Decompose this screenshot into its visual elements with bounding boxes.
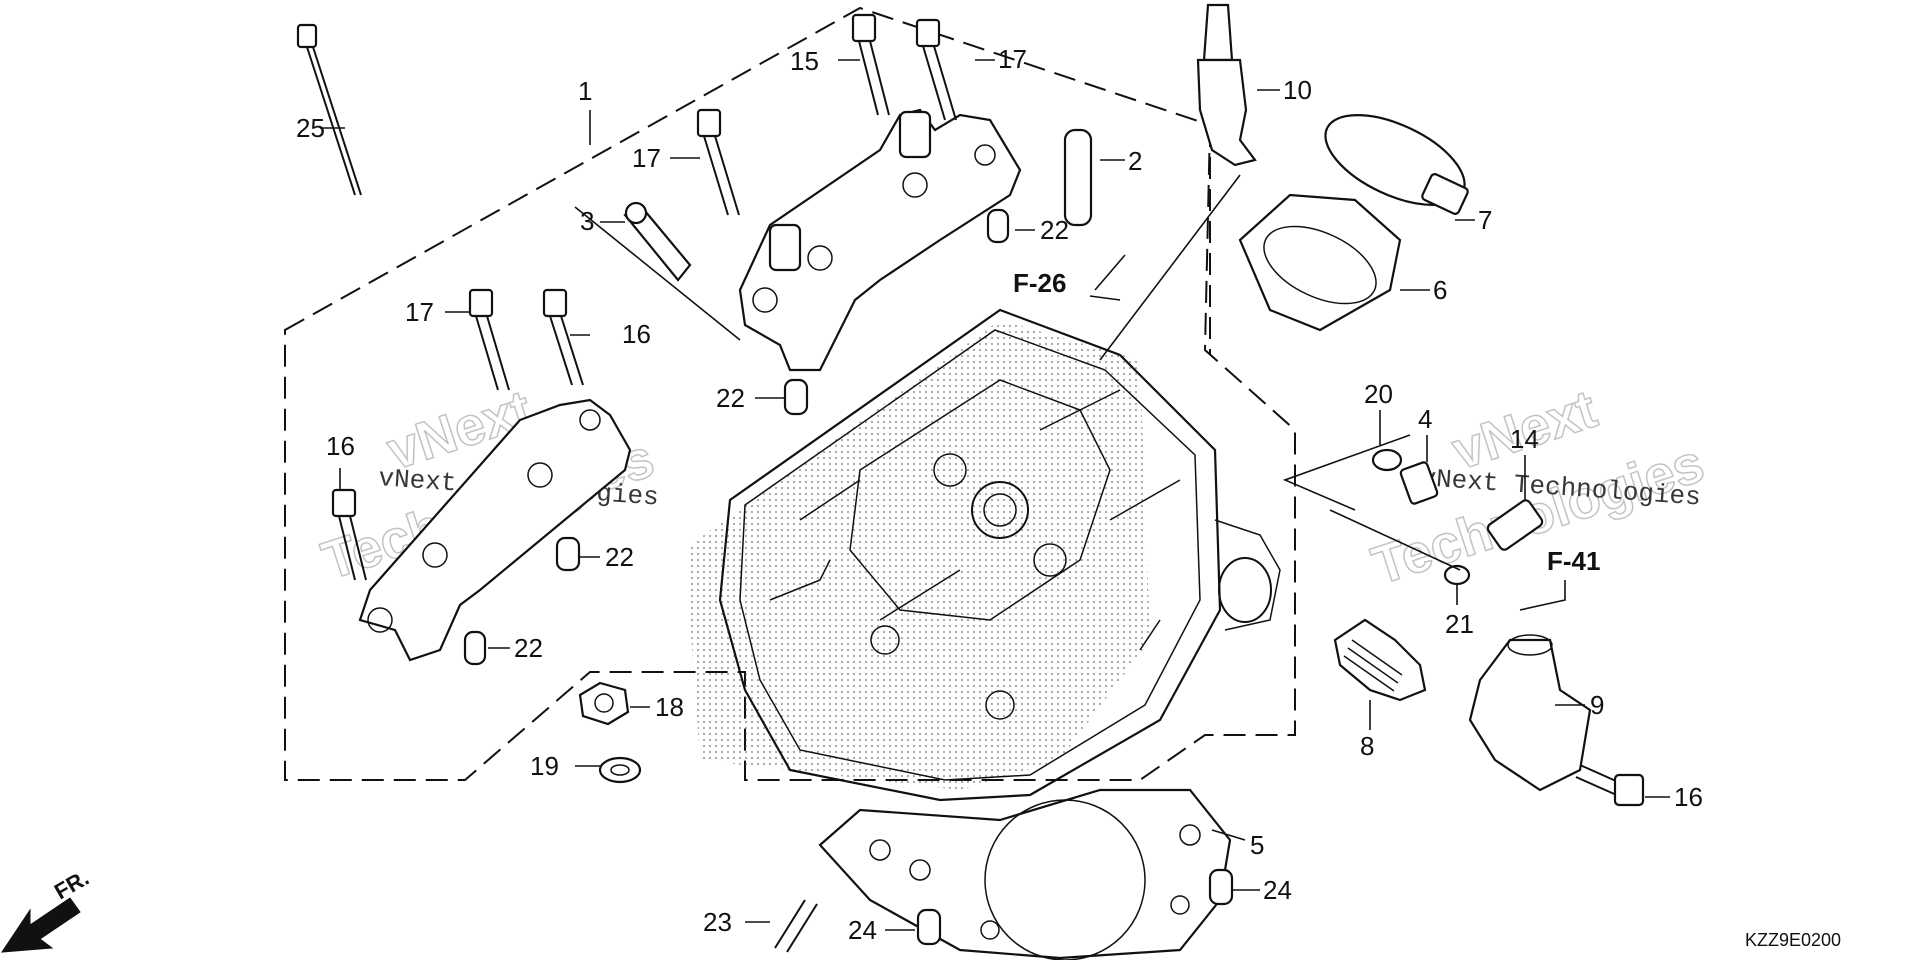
label-24-left: 24 [848,915,877,945]
label-16-middle: 16 [622,319,651,349]
assembly-outline-1 [284,6,1296,781]
label-18: 18 [655,692,684,722]
reference-f41: F-41 [1547,546,1600,576]
leader-lines [320,59,1670,931]
label-8: 8 [1360,731,1374,761]
head-gasket [818,788,1232,960]
camshaft-holder-lower [358,398,632,662]
sensor-4 [1399,461,1439,505]
clamp-7 [1324,114,1469,215]
valve-guide-2 [1063,128,1093,227]
bolt-17-upper [915,18,957,121]
bolt-17-lower [468,288,510,391]
valve-guide-3 [623,201,692,282]
bolt-17-middle [696,108,740,216]
dowel-pins [463,208,1234,946]
label-7: 7 [1478,205,1492,235]
bolt-15 [1575,764,1645,807]
thermostat-cover-9 [1468,634,1592,792]
label-10: 10 [1283,75,1312,105]
nut-18 [578,681,630,726]
bolt-16-middle [542,288,584,386]
stud-23 [774,899,818,953]
label-25: 25 [296,113,325,143]
label-23: 23 [703,907,732,937]
washer-21 [1443,564,1471,586]
label-16-lower: 16 [326,431,355,461]
diagram-code: KZZ9E0200 [1745,930,1841,950]
label-16-upper: 15 [790,46,819,76]
label-24-right: 24 [1263,875,1292,905]
reference-f26: F-26 [1013,268,1066,298]
front-direction-arrow [1,897,81,953]
washer-20 [1371,448,1403,472]
label-22-d: 22 [514,633,543,663]
bolt-16-lower [331,488,367,581]
label-22-c: 22 [605,542,634,572]
spark-plug-10 [1196,3,1257,167]
bolt-25 [296,23,362,196]
label-21: 21 [1445,609,1474,639]
camshaft-holder-upper [738,108,1022,372]
part-number-labels: 25 1 2 3 15 17 17 17 16 16 22 22 22 22 1… [296,44,1703,945]
label-2: 2 [1128,146,1142,176]
label-19: 19 [530,751,559,781]
label-17-lower: 17 [405,297,434,327]
label-3: 3 [580,206,594,236]
cylinder-head [690,308,1281,802]
front-direction-label: FR. [50,865,93,904]
label-1: 1 [578,76,592,106]
label-15: 16 [1674,782,1703,812]
label-22-a: 22 [1040,215,1069,245]
label-17-middle: 17 [632,143,661,173]
label-17-upper: 17 [998,44,1027,74]
thermostat-8 [1333,618,1427,702]
label-20: 20 [1364,379,1393,409]
label-22-b: 22 [716,383,745,413]
washer-19 [598,756,642,784]
label-14: 14 [1510,424,1539,454]
bolt-16-upper [851,13,890,116]
label-9: 9 [1590,690,1604,720]
reference-f26-arrow [1089,295,1121,301]
label-6: 6 [1433,275,1447,305]
label-5: 5 [1250,830,1264,860]
label-4: 4 [1418,404,1432,434]
sensor-14 [1486,499,1544,551]
insulator-6 [1238,193,1402,332]
